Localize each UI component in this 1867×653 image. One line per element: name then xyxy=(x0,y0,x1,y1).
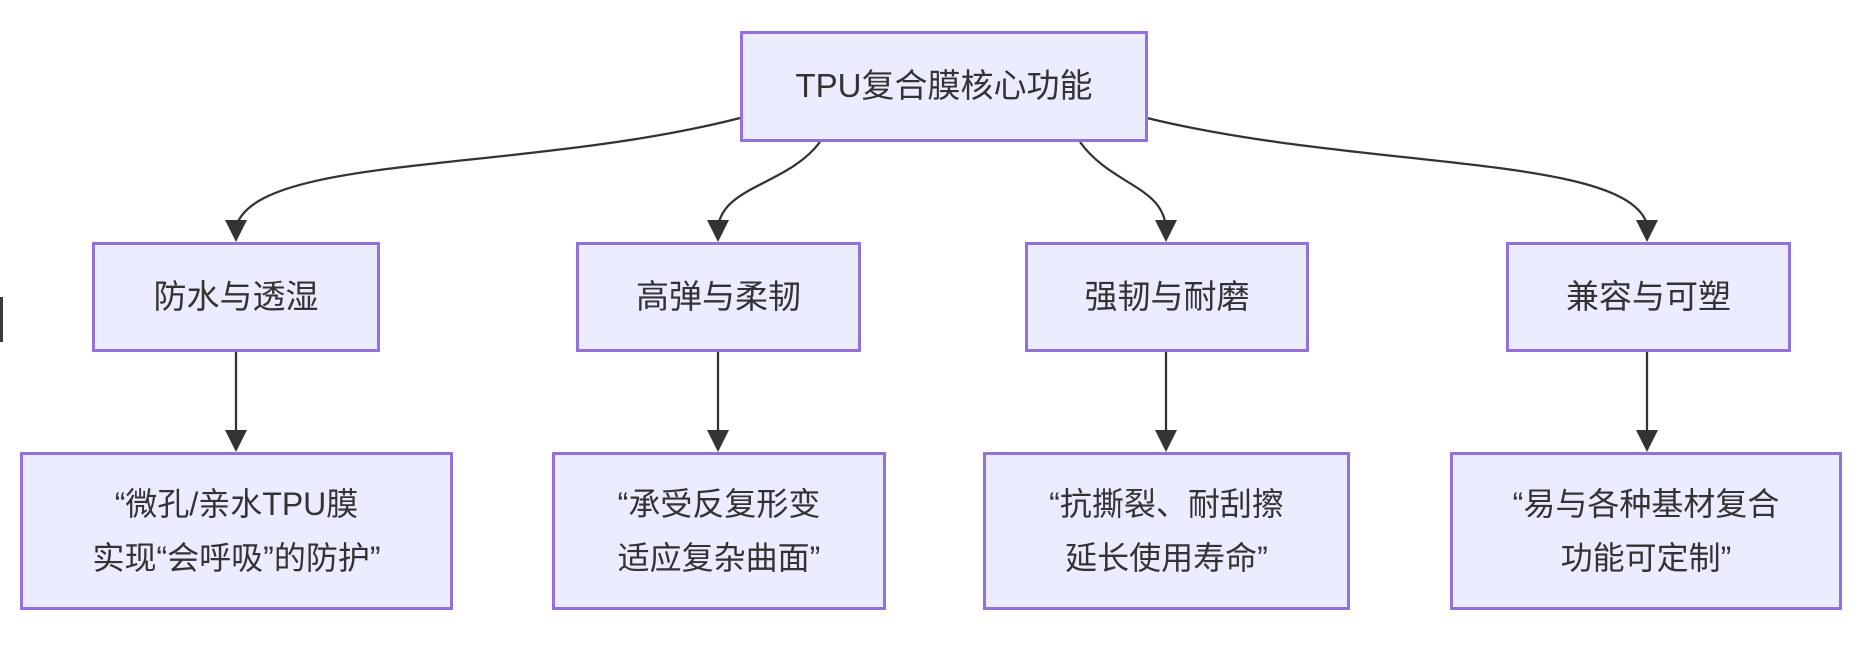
root-node-label: TPU复合膜核心功能 xyxy=(795,67,1093,105)
edge-root-to-branch-2 xyxy=(716,141,821,229)
detail-line-1: “承受反复形变 xyxy=(617,486,821,522)
edge-root-to-branch-1 xyxy=(235,116,741,225)
branch-node-label: 高弹与柔韧 xyxy=(636,277,801,315)
detail-node-compatible-moldable: “易与各种基材复合 功能可定制” xyxy=(1450,452,1842,610)
arrowhead-detail-1-icon xyxy=(225,430,247,452)
arrowhead-detail-4-icon xyxy=(1636,430,1658,452)
arrowhead-detail-3-icon xyxy=(1155,430,1177,452)
arrowhead-branch-1-icon xyxy=(225,220,247,242)
edge-root-to-branch-3 xyxy=(1079,141,1168,229)
branch-node-label: 防水与透湿 xyxy=(153,277,319,315)
branch-node-label: 强韧与耐磨 xyxy=(1084,277,1250,315)
detail-line-2: 功能可定制” xyxy=(1560,540,1732,576)
arrowhead-branch-3-icon xyxy=(1155,220,1177,242)
detail-line-1: “易与各种基材复合 xyxy=(1512,486,1780,522)
detail-node-waterproof-breathable: “微孔/亲水TPU膜 实现“会呼吸”的防护” xyxy=(20,452,453,610)
detail-node-elastic-flexible: “承受反复形变 适应复杂曲面” xyxy=(552,452,886,610)
branch-node-elastic-flexible: 高弹与柔韧 xyxy=(576,242,861,352)
detail-line-2: 延长使用寿命” xyxy=(1065,540,1268,576)
edge-root-to-branch-4 xyxy=(1146,116,1649,225)
detail-line-2: 实现“会呼吸”的防护” xyxy=(92,540,381,576)
detail-line-1: “微孔/亲水TPU膜 xyxy=(114,486,359,522)
detail-line-2: 适应复杂曲面” xyxy=(617,540,821,576)
arrowhead-branch-2-icon xyxy=(707,220,729,242)
left-edge-clipped-element xyxy=(0,297,3,342)
detail-line-1: “抗撕裂、耐刮擦 xyxy=(1049,486,1284,522)
branch-node-tough-wear-resistant: 强韧与耐磨 xyxy=(1025,242,1309,352)
arrowhead-branch-4-icon xyxy=(1636,220,1658,242)
branch-node-compatible-moldable: 兼容与可塑 xyxy=(1506,242,1791,352)
detail-node-tough-wear-resistant: “抗撕裂、耐刮擦 延长使用寿命” xyxy=(983,452,1350,610)
branch-node-label: 兼容与可塑 xyxy=(1566,277,1731,315)
branch-node-waterproof-breathable: 防水与透湿 xyxy=(92,242,380,352)
arrowhead-detail-2-icon xyxy=(707,430,729,452)
root-node: TPU复合膜核心功能 xyxy=(740,31,1148,142)
